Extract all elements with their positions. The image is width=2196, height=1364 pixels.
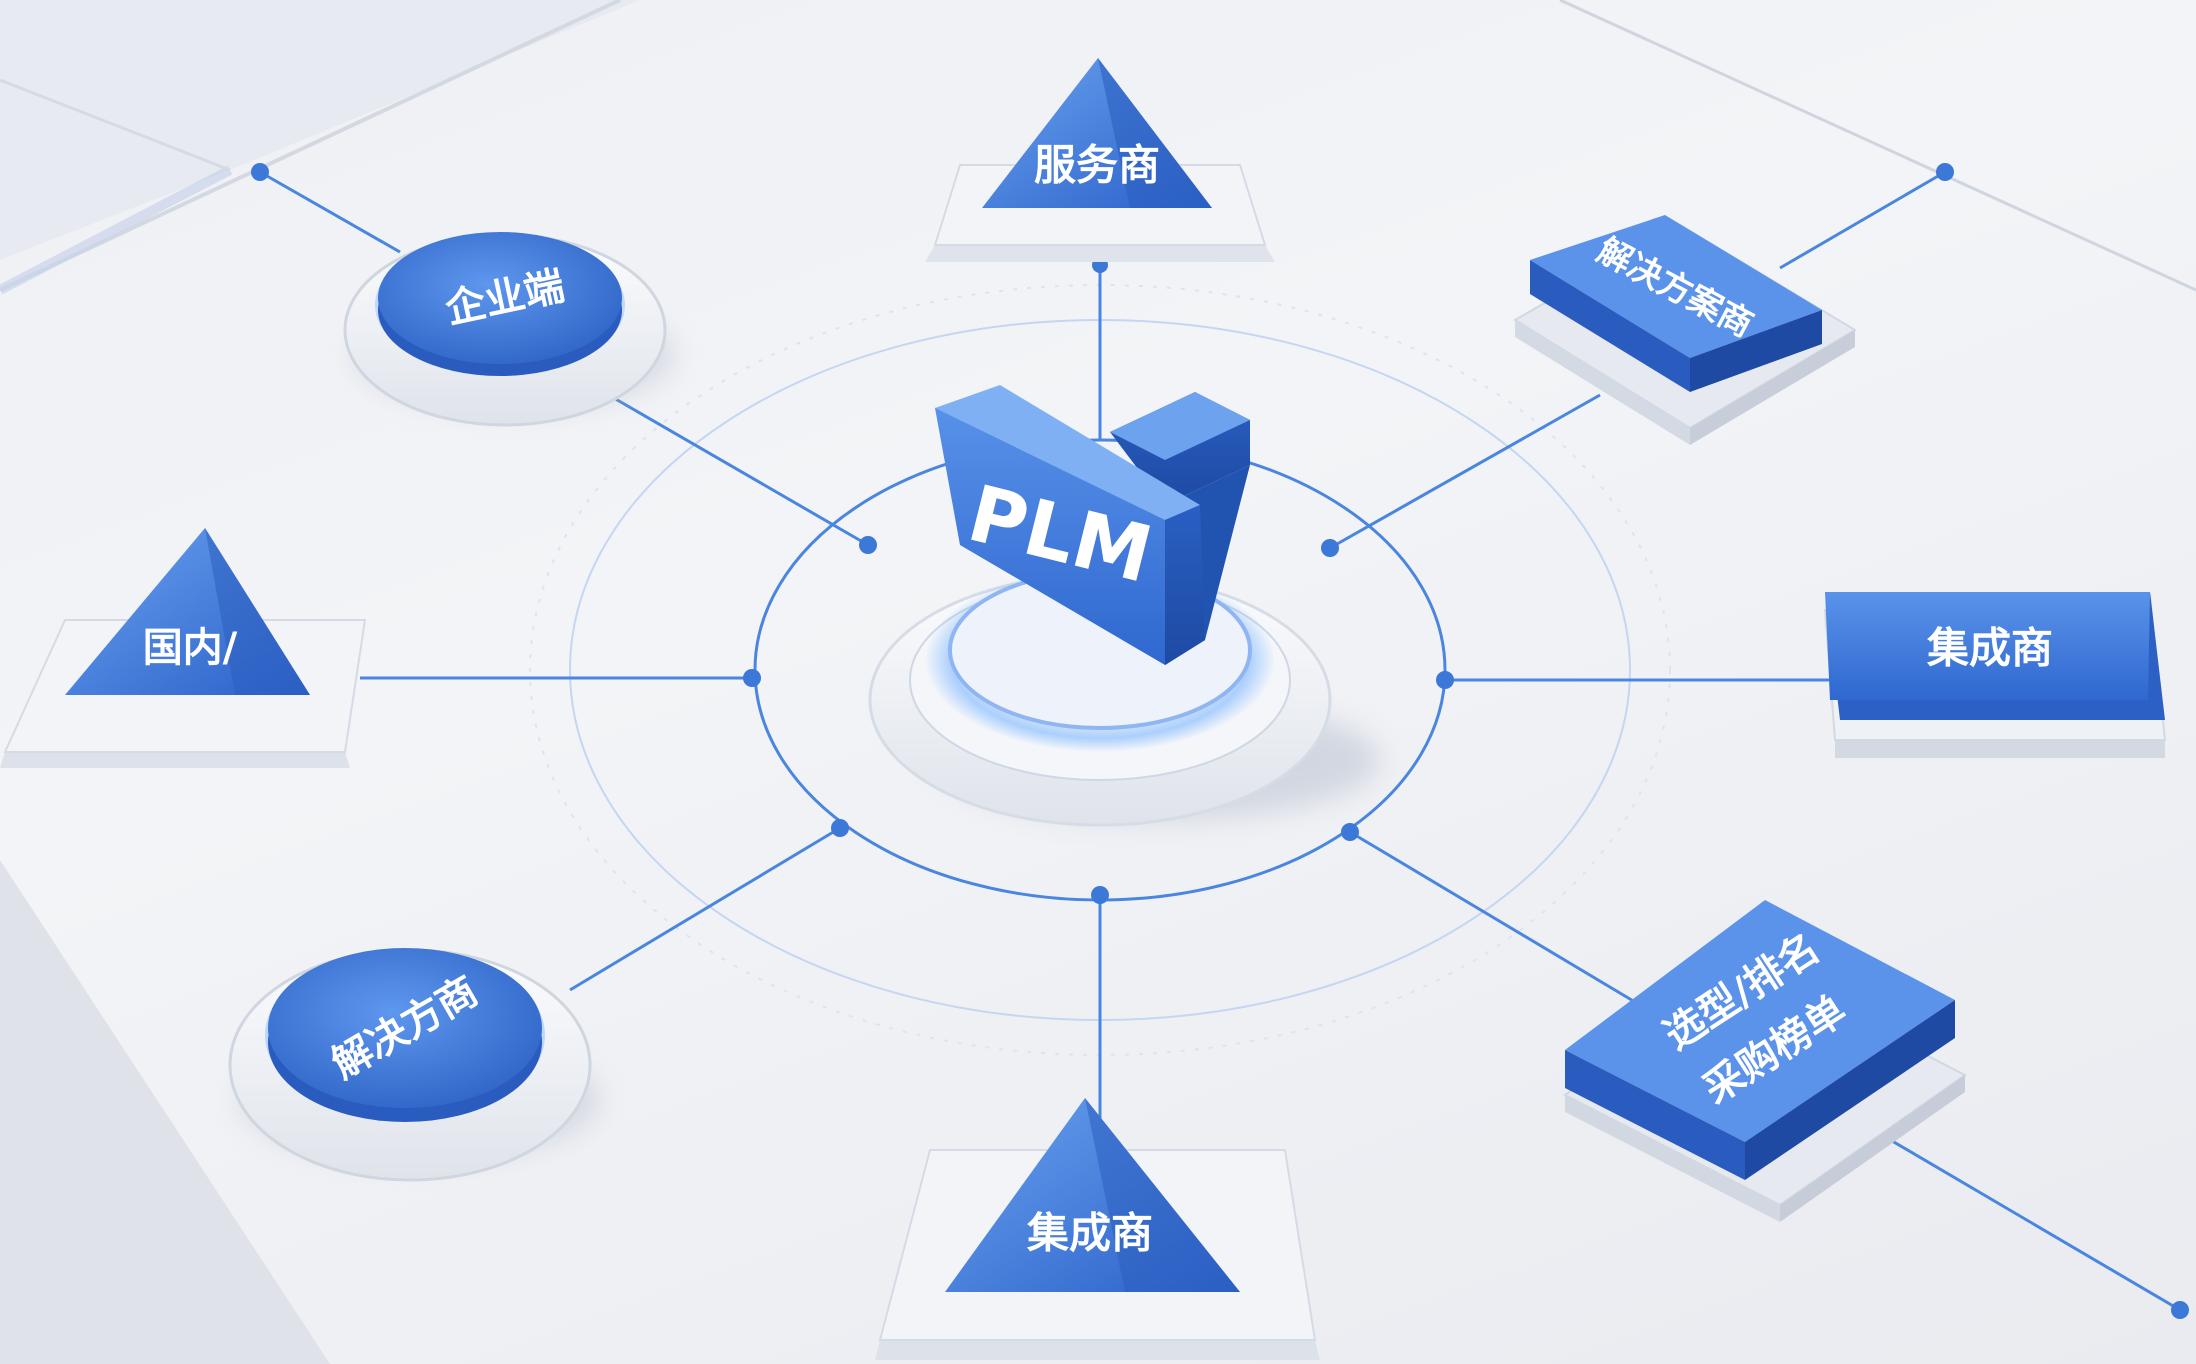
node-left-domestic[interactable]: 国内/ [0, 528, 367, 768]
node-right-integrator[interactable]: 集成商 [1823, 592, 2167, 758]
node-bottom-left-solution[interactable]: 解决方商 [228, 948, 600, 1182]
connector-lines [259, 170, 2181, 1312]
node-bottom-right-ranking[interactable]: 选型/排名 采购榜单 [1563, 900, 1967, 1222]
connector-top-left-outer [259, 170, 401, 254]
connector-dots [251, 163, 2189, 1319]
plm-block: PLM [935, 385, 1250, 665]
connector-top-right [1329, 393, 1601, 550]
node-top-right-solution-provider[interactable]: 解决方案商 [1513, 215, 1857, 445]
node-left-label: 国内/ [143, 625, 238, 671]
connector-bottom-left [569, 826, 841, 992]
node-top-service-provider[interactable]: 服务商 [925, 58, 1275, 262]
connector-bottom-right [1349, 830, 1641, 1007]
node-top-label: 服务商 [1034, 141, 1160, 190]
connector-top-left [599, 388, 869, 547]
connector-top-right-outer [1779, 170, 1946, 270]
center-hub[interactable]: PLM [868, 385, 1380, 827]
node-right-label: 集成商 [1926, 624, 2053, 673]
node-bottom-integrator[interactable]: 集成商 [875, 1098, 1320, 1360]
node-bottom-label: 集成商 [1026, 1209, 1153, 1258]
node-top-left-enterprise[interactable]: 企业端 [343, 232, 675, 427]
connector-bottom-right-outer [1869, 1126, 2181, 1312]
